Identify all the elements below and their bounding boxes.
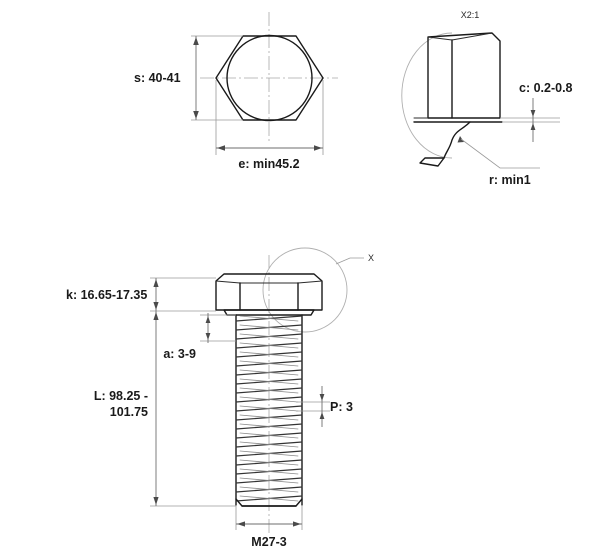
a-arrow-top <box>205 316 211 323</box>
e-arrow-left <box>217 145 225 151</box>
r-arrow <box>457 136 464 143</box>
label-thread-designation: M27-3 <box>251 535 286 549</box>
detail-head-chamfer-top <box>427 32 493 41</box>
a-arrow-bottom <box>205 333 211 340</box>
M27-arrow-left <box>237 521 245 527</box>
s-arrow-top <box>193 37 199 45</box>
detail-fillet-radius-curve <box>443 121 471 159</box>
detail-callout-leader <box>335 257 364 265</box>
washer-face-flange <box>223 309 315 316</box>
bolt-side-view: X <box>66 247 374 549</box>
label-length-line2: 101.75 <box>110 405 148 419</box>
M27-arrow-right <box>293 521 301 527</box>
thread-roots <box>239 315 299 502</box>
c-arrow-lower <box>530 123 536 130</box>
e-arrow-right <box>314 145 322 151</box>
s-arrow-bottom <box>193 111 199 119</box>
label-thread-runout: a: 3-9 <box>163 347 196 361</box>
detail-shank-end <box>419 157 445 167</box>
label-width-across-corners: e: min45.2 <box>238 157 299 171</box>
hex-head-top-view: s: 40-41 e: min45.2 <box>134 12 338 171</box>
label-pitch: P: 3 <box>330 400 353 414</box>
thread-body <box>235 314 303 507</box>
hex-head-chamfer-arc <box>215 280 323 284</box>
L-arrow-bottom <box>153 497 159 505</box>
detail-view-x: X2:1 c: 0.2-0.8 r: min1 <box>401 10 573 187</box>
label-head-height: k: 16.65-17.35 <box>66 288 147 302</box>
label-length-line1: L: 98.25 - <box>94 389 148 403</box>
detail-callout-circle <box>262 247 348 333</box>
k-arrow-bottom <box>153 302 159 310</box>
label-radius: r: min1 <box>489 173 531 187</box>
k-arrow-top <box>153 279 159 287</box>
L-arrow-top <box>153 312 159 320</box>
detail-clip-boundary <box>401 32 453 159</box>
head-chamfer-circle <box>226 34 313 122</box>
r-leader-line <box>460 138 540 169</box>
detail-callout-label: X <box>368 253 374 263</box>
c-arrow-upper <box>530 110 536 117</box>
detail-head-body <box>427 32 501 119</box>
P-arrow-upper <box>319 394 325 401</box>
label-width-across-flats: s: 40-41 <box>134 71 181 85</box>
detail-view-title: X2:1 <box>461 10 480 20</box>
P-arrow-lower <box>319 412 325 419</box>
label-chamfer: c: 0.2-0.8 <box>519 81 573 95</box>
